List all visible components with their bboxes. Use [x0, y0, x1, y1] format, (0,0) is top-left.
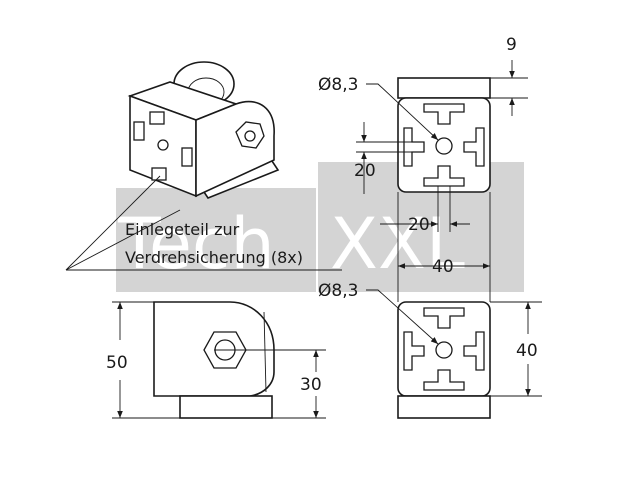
- dim-height-side: 50: [106, 353, 128, 373]
- callout: Einlegeteil zur Verdrehsicherung (8x): [65, 175, 342, 271]
- top-view-slot-top: [423, 103, 465, 125]
- dim-top-offset: 9: [506, 35, 517, 55]
- dim-bore-bottom: Ø8,3: [318, 281, 358, 301]
- top-view-slot-bottom: [423, 165, 465, 187]
- top-view-bore: [435, 137, 453, 155]
- iso-slot-top: [149, 111, 165, 125]
- iso-center-bore: [157, 139, 169, 151]
- front-view-slot-right: [463, 331, 485, 371]
- dim-width: 40: [432, 257, 454, 277]
- front-view: Ø8,3 40: [318, 281, 542, 419]
- top-view: 9 Ø8,3 20 20: [318, 35, 528, 235]
- dim-bore-top: Ø8,3: [318, 75, 358, 95]
- dim-bore-bottom-leader: [366, 289, 439, 345]
- top-view-strip: [397, 77, 491, 99]
- dim-inner-width: 20: [408, 215, 430, 235]
- side-view: 50 30: [106, 301, 326, 419]
- dim-bore-top-leader: [366, 83, 439, 141]
- dim-inner-height: 20: [354, 161, 376, 181]
- isometric-view: [127, 61, 280, 199]
- watermark-prefix: Tech: [117, 203, 275, 285]
- callout-line-1: Einlegeteil zur: [125, 220, 240, 239]
- side-view-base: [179, 395, 273, 419]
- dim-axis-height: 30: [300, 375, 322, 395]
- front-view-slot-bottom: [423, 369, 465, 391]
- side-view-edge: [263, 311, 267, 393]
- callout-line-2: Verdrehsicherung (8x): [125, 248, 303, 267]
- dim-width-40: 40: [397, 192, 491, 302]
- front-view-slot-left: [403, 331, 425, 371]
- front-view-strip: [397, 395, 491, 419]
- callout-leader-a: [65, 175, 161, 271]
- iso-slot-right: [181, 147, 193, 167]
- watermark-left-box: [116, 188, 316, 292]
- front-view-slot-top: [423, 307, 465, 329]
- watermark-suffix: XXL: [330, 203, 465, 285]
- iso-slot-bottom: [151, 167, 167, 181]
- dim-height-right: 40: [516, 341, 538, 361]
- iso-slot-left: [133, 121, 145, 141]
- front-view-bore: [435, 341, 453, 359]
- top-view-slot-right: [463, 127, 485, 167]
- callout-leader-b: [65, 209, 181, 271]
- iso-bolt: [244, 130, 256, 142]
